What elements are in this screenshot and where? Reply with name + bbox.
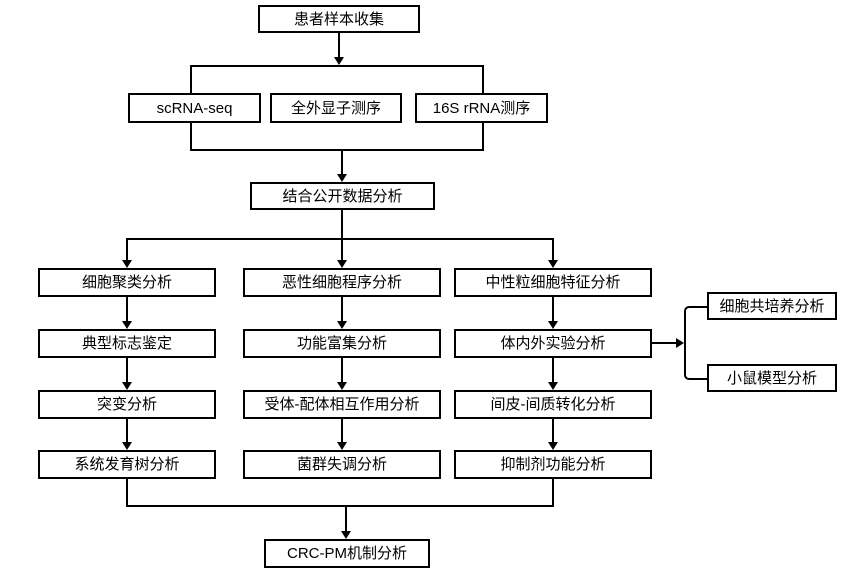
connector-branch-to-col3 [548,240,558,268]
connector-col1-r2-r3 [122,358,132,390]
node-dysbiosis-analysis: 菌群失调分析 [243,450,441,479]
connector-public-data-stem [341,210,343,240]
node-inhibitor-function-analysis: 抑制剂功能分析 [454,450,652,479]
connector-seq-bracket-top [190,65,484,67]
node-cell-coculture-analysis: 细胞共培养分析 [707,292,837,320]
connector-bracket-to-public-data [337,150,347,182]
connector-seq-bracket-bottom [190,149,484,151]
connector-branch-to-col2 [337,240,347,268]
node-scrna-seq: scRNA-seq [128,93,261,123]
node-canonical-marker-identification: 典型标志鉴定 [38,329,216,358]
node-functional-enrichment-analysis: 功能富集分析 [243,329,441,358]
connector-invivo-to-experiments [652,338,684,348]
connector-col3-r1-r2 [548,297,558,329]
connector-branch-line [126,238,554,240]
connector-col1-r3-r4 [122,419,132,450]
connector-col3-r2-r3 [548,358,558,390]
node-phylogenetic-tree-analysis: 系统发育树分析 [38,450,216,479]
connector-col1-to-collector [126,479,128,507]
connector-collector-to-final [341,507,351,539]
connector-col1-r1-r2 [122,297,132,329]
node-patient-sample-collection: 患者样本收集 [258,5,420,33]
node-whole-exome-sequencing: 全外显子测序 [270,93,402,123]
connector-col3-to-collector [552,479,554,507]
node-receptor-ligand-interaction-analysis: 受体-配体相互作用分析 [243,390,441,419]
node-16s-rrna-sequencing: 16S rRNA测序 [415,93,548,123]
connector-col2-r3-r4 [337,419,347,450]
node-mesothelial-mesenchymal-transition-analysis: 间皮-间质转化分析 [454,390,652,419]
node-malignant-cell-program-analysis: 恶性细胞程序分析 [243,268,441,297]
connector-branch-to-col1 [122,240,132,268]
node-public-data-analysis: 结合公开数据分析 [250,182,435,210]
node-in-vivo-vitro-experiment-analysis: 体内外实验分析 [454,329,652,358]
connector-col2-r2-r3 [337,358,347,390]
connector-experiment-bracket [684,306,708,380]
node-cell-clustering-analysis: 细胞聚类分析 [38,268,216,297]
connector-collector-line [126,505,554,507]
connector-col3-r3-r4 [548,419,558,450]
node-crc-pm-mechanism-analysis: CRC-PM机制分析 [264,539,430,568]
connector-patient-to-seq-bracket [334,33,344,65]
node-mouse-model-analysis: 小鼠模型分析 [707,364,837,392]
connector-col2-r1-r2 [337,297,347,329]
node-mutation-analysis: 突变分析 [38,390,216,419]
node-neutrophil-feature-analysis: 中性粒细胞特征分析 [454,268,652,297]
